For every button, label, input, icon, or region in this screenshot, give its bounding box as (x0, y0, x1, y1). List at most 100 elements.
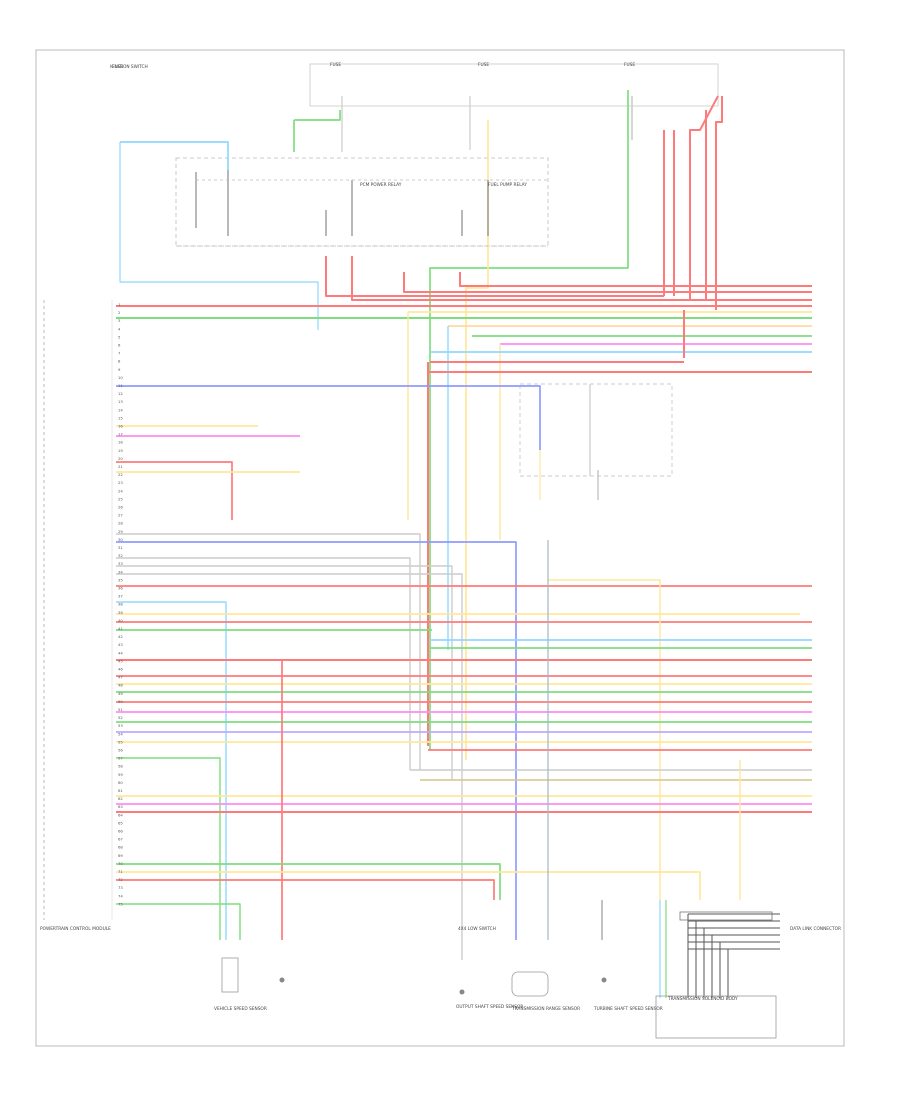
wire (689, 95, 719, 300)
trs-connector (511, 971, 549, 997)
pin-number: 8 (118, 359, 121, 364)
pin-number: 62 (118, 796, 123, 801)
wire (116, 565, 453, 780)
component-label-data-link-connector: DATA LINK CONNECTOR (790, 926, 841, 932)
pin-number: 21 (118, 464, 123, 469)
vss-connector (221, 957, 239, 993)
pin-number: 57 (118, 756, 123, 761)
pin-number: 9 (118, 367, 121, 372)
pin-number: 40 (118, 618, 123, 623)
pin-number: 50 (118, 699, 123, 704)
wire (116, 601, 227, 940)
wire (116, 541, 517, 940)
wire (116, 461, 233, 520)
pin-number: 48 (118, 683, 123, 688)
pin-number: 72 (118, 877, 123, 882)
pin-number: 53 (118, 723, 123, 728)
pin-number: 4 (118, 326, 121, 331)
wire (116, 863, 501, 900)
ground-symbol (279, 977, 285, 983)
pin-number: 74 (118, 893, 123, 898)
pin-number: 23 (118, 480, 123, 485)
connector-bar (679, 911, 773, 921)
pin-number: 65 (118, 820, 123, 825)
fuse-label: FUSE (112, 64, 123, 70)
wire (459, 272, 812, 287)
pin-number: 42 (118, 634, 123, 639)
pin-number: 41 (118, 626, 123, 631)
pin-number: 7 (118, 351, 121, 356)
pin-number: 13 (118, 399, 123, 404)
pin-number: 59 (118, 772, 123, 777)
pin-number: 11 (118, 383, 123, 388)
pin-number: 70 (118, 861, 123, 866)
pin-number: 27 (118, 513, 123, 518)
pin-number: 1 (118, 302, 121, 307)
pin-number: 51 (118, 707, 123, 712)
pin-number: 45 (118, 658, 123, 663)
wire (116, 871, 701, 900)
pin-number: 60 (118, 780, 123, 785)
wire (116, 557, 411, 770)
component-label-4x4-low-switch: 4X4 LOW SWITCH (458, 926, 496, 932)
pin-number: 69 (118, 853, 123, 858)
pin-number: 39 (118, 610, 123, 615)
ground-symbol (601, 977, 607, 983)
solenoid-connector (655, 995, 777, 1039)
pin-number: 52 (118, 715, 123, 720)
sensor-box (519, 383, 673, 477)
pin-number: 35 (118, 577, 123, 582)
pin-number: 33 (118, 561, 123, 566)
wire (429, 90, 629, 750)
wire (116, 573, 463, 960)
pin-number: 26 (118, 505, 123, 510)
pin-number: 12 (118, 391, 123, 396)
pin-number: 36 (118, 586, 123, 591)
pin-number: 44 (118, 650, 123, 655)
pin-number: 19 (118, 448, 123, 453)
component-label-transmission-solenoid-body: TRANSMISSION SOLENOID BODY (667, 996, 738, 1002)
pin-number: 43 (118, 642, 123, 647)
component-label-turbine-shaft-speed-sensor: TURBINE SHAFT SPEED SENSOR (593, 1006, 663, 1012)
pin-number: 28 (118, 521, 123, 526)
pin-number: 38 (118, 602, 123, 607)
wire (116, 879, 495, 900)
bottom-connectors (221, 911, 777, 1039)
pin-number: 24 (118, 488, 123, 493)
pin-number: 46 (118, 667, 123, 672)
component-label-vehicle-speed-sensor: VEHICLE SPEED SENSOR (214, 1006, 267, 1012)
wire (120, 141, 229, 170)
pin-number: 6 (118, 343, 121, 348)
wire (116, 533, 421, 770)
wire (116, 385, 541, 450)
wire (116, 757, 221, 940)
pin-number: 29 (118, 529, 123, 534)
pcm-pin-layer: 1234567891011121314151617181920212223242… (118, 302, 123, 906)
pin-number: 10 (118, 375, 123, 380)
wire (351, 256, 812, 301)
diagram-border (35, 49, 845, 1047)
pin-number: 73 (118, 885, 123, 890)
fuse-label: FUSE (478, 62, 489, 68)
pin-number: 37 (118, 594, 123, 599)
pin-number: 22 (118, 472, 123, 477)
fuse-labels: FUSE FUSE FUSE FUSE (112, 62, 635, 70)
pin-number: 18 (118, 440, 123, 445)
pin-number: 64 (118, 812, 123, 817)
pin-number: 49 (118, 691, 123, 696)
wire (325, 256, 664, 297)
pin-number: 54 (118, 731, 123, 736)
pin-number: 25 (118, 496, 123, 501)
pin-number: 17 (118, 432, 123, 437)
pin-number: 3 (118, 318, 121, 323)
fuse-panel-box (309, 63, 719, 107)
pin-number: 63 (118, 804, 123, 809)
pin-number: 31 (118, 545, 123, 550)
component-label-powertrain-control-module: POWERTRAIN CONTROL MODULE (40, 926, 111, 932)
relay-box (175, 157, 549, 247)
component-label-output-shaft-speed-sensor: OUTPUT SHAFT SPEED SENSOR (456, 1004, 523, 1010)
component-label-ignition-switch: IGNITION SWITCH (110, 64, 148, 70)
pin-number: 67 (118, 837, 123, 842)
wire (403, 272, 812, 293)
